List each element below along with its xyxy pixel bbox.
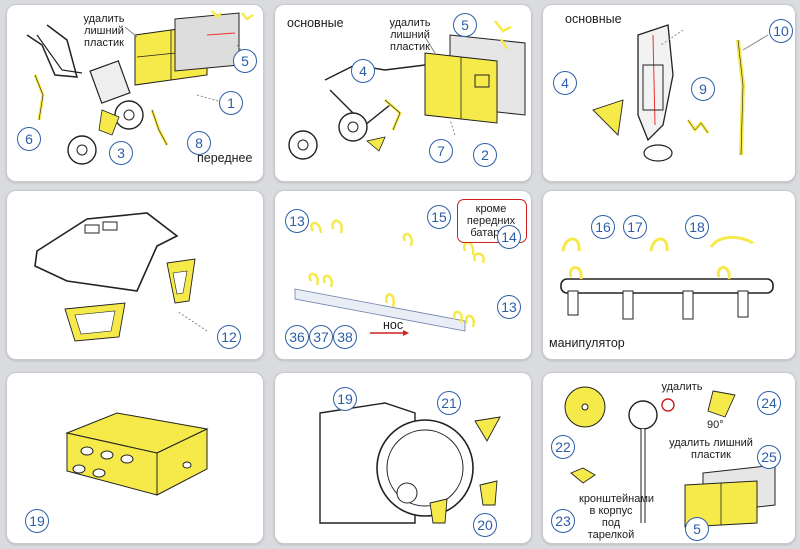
part-23 — [570, 467, 596, 484]
callout-22: 22 — [551, 435, 575, 459]
step-panel-9: удалить 90° удалить лишний пластик кронш… — [542, 372, 796, 544]
callout-13: 13 — [497, 295, 521, 319]
part-19-side — [156, 428, 208, 496]
main-label: основные — [287, 16, 344, 30]
part-16 — [561, 237, 581, 252]
callout-5: 5 — [685, 517, 709, 541]
part-3-bracket — [98, 109, 120, 136]
step-panel-1: удалить лишний пластик переднее 6 3 8 1 … — [6, 4, 264, 182]
callout-2: 2 — [473, 143, 497, 167]
callout-15: 15 — [427, 205, 451, 229]
remove-excess-label: удалить лишний пластик — [83, 13, 125, 49]
main-gear-leg — [324, 64, 426, 81]
panel-8-illustration — [319, 402, 501, 524]
panel-1-illustration — [26, 10, 254, 165]
callout-23: 23 — [551, 509, 575, 533]
step-panel-2: основные удалить лишний пластик 5 4 7 2 — [274, 4, 532, 182]
panel-7-illustration — [65, 412, 209, 496]
part-20-cone-a — [429, 498, 448, 524]
callout-12: 12 — [217, 325, 241, 349]
callout-16: 16 — [591, 215, 615, 239]
part-18 — [709, 236, 754, 248]
callout-14: 14 — [497, 225, 521, 249]
callout-20: 20 — [473, 513, 497, 537]
part-21 — [474, 416, 501, 442]
callout-6: 6 — [17, 127, 41, 151]
part-17 — [649, 237, 669, 252]
callout-3: 3 — [109, 141, 133, 165]
callout-19: 19 — [333, 387, 357, 411]
callout-5: 5 — [233, 49, 257, 73]
callout-1: 1 — [219, 91, 243, 115]
main-wheel — [338, 112, 368, 142]
remove-label: удалить — [661, 381, 703, 393]
part-8-strut — [150, 109, 169, 146]
plate-disk — [628, 400, 658, 430]
part-4-strut — [384, 98, 402, 131]
callout-37: 37 — [309, 325, 333, 349]
conning-tower — [34, 212, 179, 292]
callout-5: 5 — [453, 13, 477, 37]
panel-6-illustration — [560, 236, 774, 320]
callout-36: 36 — [285, 325, 309, 349]
viewport-ring — [376, 419, 474, 517]
main-wheel-2 — [288, 130, 318, 160]
callout-24: 24 — [757, 391, 781, 415]
remove-marker — [661, 398, 675, 412]
callout-8: 8 — [187, 131, 211, 155]
step-panel-4: 12 — [6, 190, 264, 360]
step-panel-6: манипулятор 16 17 18 — [542, 190, 796, 360]
part-20-cone-b — [479, 480, 498, 506]
part-24 — [707, 390, 736, 418]
callout-38: 38 — [333, 325, 357, 349]
angle-label: 90° — [707, 419, 724, 431]
callout-4: 4 — [553, 71, 577, 95]
main-gear-assembly — [637, 24, 674, 142]
gear-strut — [89, 60, 131, 104]
part-4-bracket — [592, 99, 624, 136]
rail-strip — [294, 288, 466, 332]
panel-9-illustration — [564, 386, 776, 528]
callout-19: 19 — [25, 509, 49, 533]
front-label: переднее — [197, 151, 253, 165]
callout-4: 4 — [351, 59, 375, 83]
part-6-strut — [33, 74, 45, 121]
panel-4-illustration — [34, 212, 208, 342]
bow-label: нос — [383, 318, 404, 332]
step-panel-7: 19 — [6, 372, 264, 544]
callout-17: 17 — [623, 215, 647, 239]
step-panel-3: основные 10 4 9 — [542, 4, 796, 182]
wheel-right — [114, 100, 144, 130]
wheel-left — [67, 135, 97, 165]
callout-7: 7 — [429, 139, 453, 163]
step-panel-8: 19 21 20 — [274, 372, 532, 544]
callout-18: 18 — [685, 215, 709, 239]
manipulator-label: манипулятор — [549, 336, 625, 350]
callout-21: 21 — [437, 391, 461, 415]
manipulator-arm — [560, 278, 774, 294]
hull-plate — [174, 12, 240, 72]
part-10-rail — [736, 39, 746, 156]
remove-excess-label: удалить лишний пластик — [389, 17, 431, 53]
callout-9: 9 — [691, 77, 715, 101]
brackets-label: кронштейнами в корпус под тарелкой — [579, 493, 655, 541]
gear-frame — [26, 24, 79, 78]
main-label: основные — [565, 12, 622, 26]
callout-13: 13 — [285, 209, 309, 233]
remove-excess-label: удалить лишний пластик — [669, 437, 753, 461]
panel-2-illustration — [288, 20, 526, 160]
panel-3-illustration — [592, 24, 769, 162]
step-panel-5: кроме передних батарей нос 13 15 14 13 3… — [274, 190, 532, 360]
callout-10: 10 — [769, 19, 793, 43]
callout-25: 25 — [757, 445, 781, 469]
